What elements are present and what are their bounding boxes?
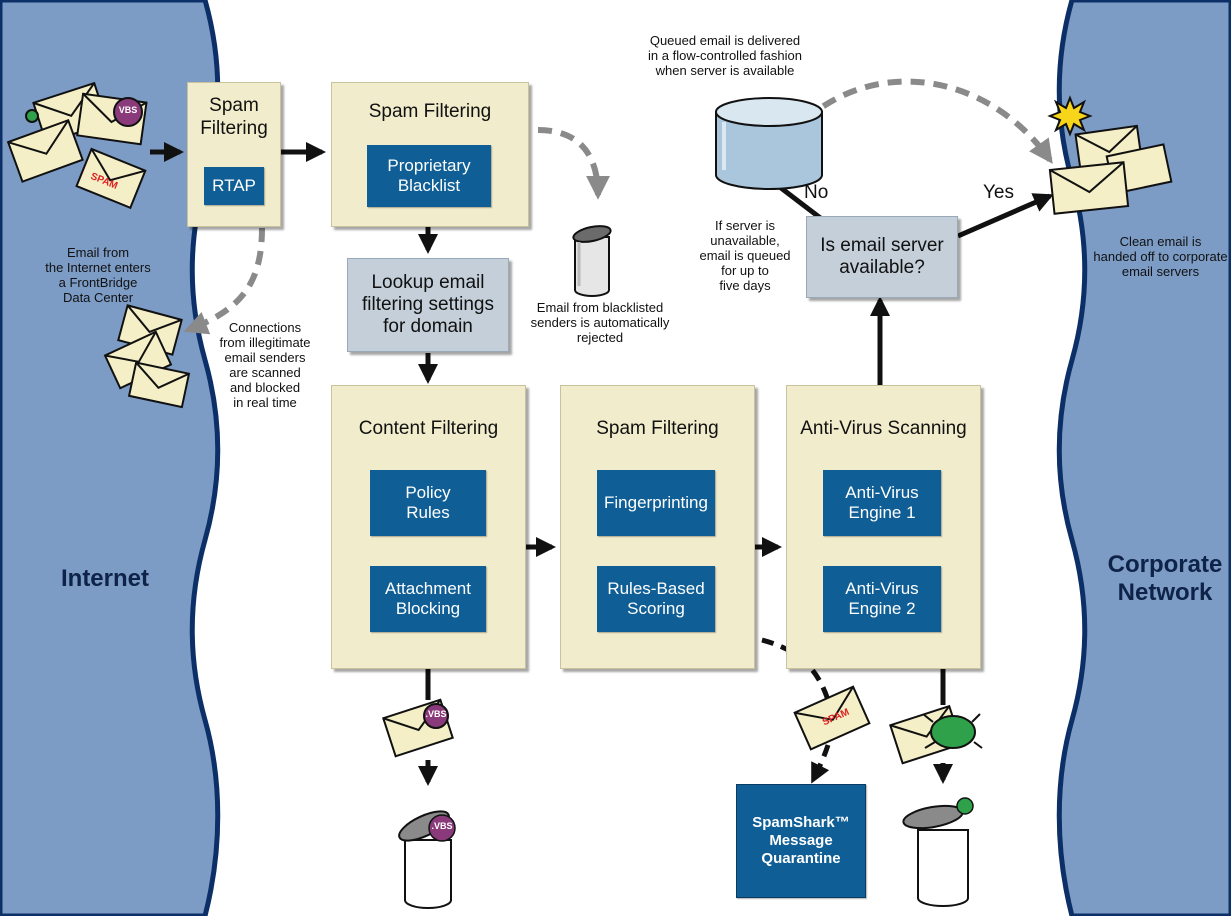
rules-based-scoring-line2: Scoring	[627, 599, 685, 618]
incoming-annotation-line1: Email from	[66, 245, 130, 260]
incoming-envelopes-icon	[6, 81, 148, 210]
connections-annotation-line1: Connections	[228, 320, 302, 335]
av-engine-1-line2: Engine 1	[848, 503, 916, 522]
unavailable-annotation-line1: If server is	[715, 218, 775, 233]
policy-rules-line1: Policy	[405, 483, 451, 502]
av-engine-2-line1: Anti-Virus	[845, 579, 919, 598]
content-filtering-panel: Content Filtering Policy Rules Attachmen…	[331, 385, 526, 669]
virus-trash-icon	[902, 797, 974, 907]
quarantine-line3: Quarantine	[761, 850, 841, 867]
corporate-region	[1056, 0, 1231, 916]
server-question-line2: available?	[839, 257, 925, 278]
server-unavailable-annotation: If server is unavailable, email is queue…	[690, 218, 800, 293]
attachment-blocking-line2: Blocking	[395, 599, 461, 618]
blocked-envelopes-icon	[103, 304, 191, 409]
attachment-blocking-button[interactable]: Attachment Blocking	[370, 566, 486, 632]
vbs-label-content: .VBS	[425, 709, 447, 719]
policy-rules-button[interactable]: Policy Rules	[370, 470, 486, 536]
dashed-arrow-spam-to-quarantine-b	[810, 744, 831, 784]
clean-annotation-line2: handed off to corporate	[1093, 249, 1228, 264]
av-engine-1-line1: Anti-Virus	[845, 483, 919, 502]
corporate-label-line1: Corporate	[1107, 551, 1223, 578]
rules-based-scoring-line1: Rules-Based	[607, 579, 705, 598]
connections-annotation-line4: are scanned	[229, 365, 301, 380]
dashed-arrow-queue-deliver	[803, 78, 1053, 164]
proprietary-blacklist-line1: Proprietary	[387, 156, 471, 175]
dashed-arrow-blacklist-reject	[537, 127, 610, 200]
unavailable-annotation-line3: email is queued	[699, 248, 791, 263]
av-engine-2-line2: Engine 2	[848, 599, 916, 618]
fingerprinting-button[interactable]: Fingerprinting	[597, 470, 715, 536]
clean-envelopes-icon	[1047, 95, 1173, 215]
av-engine-1-button[interactable]: Anti-Virus Engine 1	[823, 470, 941, 536]
attachment-blocking-line1: Attachment	[385, 579, 471, 598]
spam-envelope-icon	[793, 685, 871, 751]
lookup-settings-box: Lookup email filtering settings for doma…	[347, 258, 509, 352]
blacklisted-annotation-line3: rejected	[576, 330, 624, 345]
blacklisted-annotation-line2: senders is automatically	[530, 315, 670, 330]
connections-annotation-line6: in real time	[233, 395, 297, 410]
unavailable-annotation-line4: for up to	[721, 263, 769, 278]
unavailable-annotation-line2: unavailable,	[710, 233, 780, 248]
connections-annotation: Connections from illegitimate email send…	[200, 320, 330, 410]
server-available-box: Is email server available?	[806, 216, 958, 298]
spam-filtering-panel: Spam Filtering Fingerprinting Rules-Base…	[560, 385, 755, 669]
rtap-panel: Spam Filtering RTAP	[187, 82, 281, 227]
clean-annotation-line1: Clean email is	[1119, 234, 1202, 249]
connections-annotation-line2: from illegitimate	[219, 335, 311, 350]
queued-annotation: Queued email is delivered in a flow-cont…	[630, 33, 820, 78]
rtap-button[interactable]: RTAP	[204, 167, 264, 205]
rtap-panel-title-line1: Spam	[209, 95, 259, 116]
incoming-annotation: Email from the Internet enters a FrontBr…	[8, 245, 188, 305]
arrow-yes-to-corporate	[957, 193, 1054, 239]
blacklist-panel: Spam Filtering Proprietary Blacklist	[331, 82, 529, 227]
rtap-panel-title-line2: Filtering	[200, 118, 268, 139]
quarantine-line2: Message	[769, 832, 833, 849]
spam-filtering-title: Spam Filtering	[596, 418, 719, 439]
blacklist-panel-title: Spam Filtering	[368, 101, 492, 122]
clean-annotation-line3: email servers	[1121, 264, 1200, 279]
vbs-label-trash: .VBS	[431, 821, 453, 831]
queued-annotation-line2: in a flow-controlled fashion	[648, 48, 802, 63]
blacklisted-annotation-line1: Email from blacklisted	[536, 300, 664, 315]
queued-annotation-line3: when server is available	[655, 63, 795, 78]
reject-trash-icon	[572, 225, 612, 297]
incoming-annotation-line2: the Internet enters	[45, 260, 151, 275]
rules-based-scoring-button[interactable]: Rules-Based Scoring	[597, 566, 715, 632]
queue-cylinder-icon	[715, 97, 823, 190]
lookup-line1: Lookup email	[371, 272, 485, 293]
server-question-line1: Is email server	[820, 235, 944, 256]
av-engine-2-button[interactable]: Anti-Virus Engine 2	[823, 566, 941, 632]
virus-envelope-icon	[889, 704, 983, 765]
internet-label: Internet	[60, 565, 149, 592]
decision-yes-label: Yes	[983, 182, 1014, 203]
lookup-line3: for domain	[383, 316, 473, 337]
incoming-annotation-line3: a FrontBridge	[58, 275, 138, 290]
queued-annotation-line1: Queued email is delivered	[649, 33, 801, 48]
vbs-trash-icon	[398, 810, 456, 909]
unavailable-annotation-line5: five days	[719, 278, 771, 293]
corporate-label-line2: Network	[1117, 579, 1213, 606]
dashed-arrow-rtap-block	[183, 227, 265, 335]
content-filtering-title: Content Filtering	[358, 418, 499, 439]
clean-annotation: Clean email is handed off to corporate e…	[1090, 234, 1231, 279]
connections-annotation-line5: and blocked	[229, 380, 301, 395]
anti-virus-title: Anti-Virus Scanning	[800, 418, 967, 439]
anti-virus-panel: Anti-Virus Scanning Anti-Virus Engine 1 …	[786, 385, 981, 669]
decision-no-label: No	[804, 182, 829, 203]
lookup-line2: filtering settings	[361, 294, 494, 315]
incoming-annotation-line4: Data Center	[62, 290, 134, 305]
vbs-envelope-icon	[382, 698, 454, 758]
quarantine-line1: SpamShark™	[752, 814, 850, 831]
vbs-label-incoming: VBS	[118, 105, 138, 115]
policy-rules-line2: Rules	[406, 503, 450, 522]
blacklisted-annotation: Email from blacklisted senders is automa…	[520, 300, 680, 345]
connections-annotation-line3: email senders	[224, 350, 306, 365]
proprietary-blacklist-button[interactable]: Proprietary Blacklist	[367, 145, 491, 207]
proprietary-blacklist-line2: Blacklist	[397, 176, 461, 195]
quarantine-box: SpamShark™ Message Quarantine	[736, 784, 866, 898]
